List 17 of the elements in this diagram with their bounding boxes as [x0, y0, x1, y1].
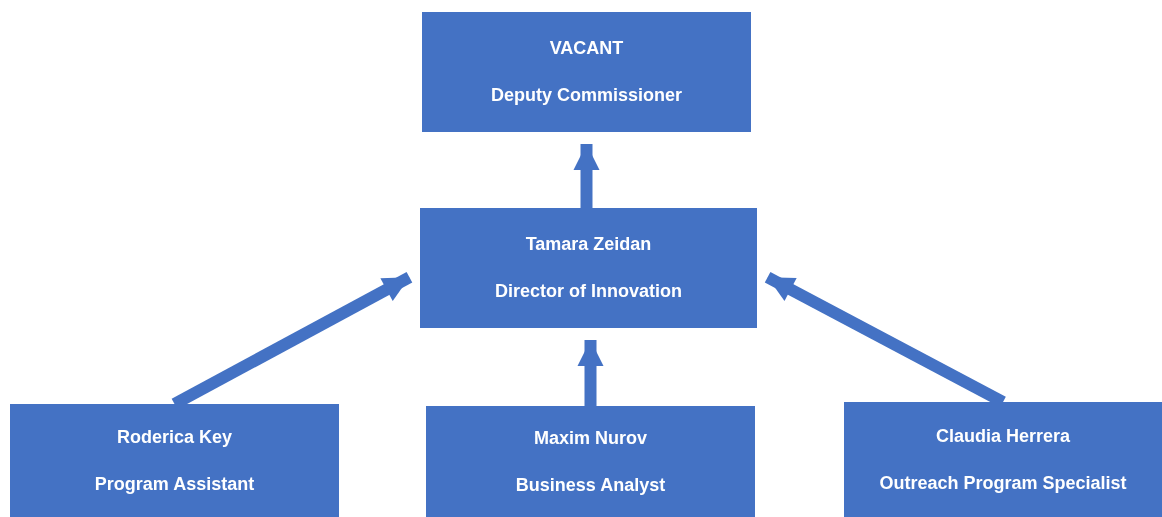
job-title: Deputy Commissioner	[490, 85, 682, 106]
person-name: Tamara Zeidan	[525, 234, 652, 255]
person-name: Claudia Herrera	[935, 425, 1071, 447]
job-title: Outreach Program Specialist	[879, 472, 1127, 494]
person-name: Maxim Nurov	[534, 427, 647, 449]
arrow	[577, 340, 604, 406]
job-title: Business Analyst	[515, 474, 666, 496]
org-box	[844, 402, 1162, 517]
person-name: VACANT	[549, 38, 624, 59]
org-box	[422, 12, 751, 132]
arrow	[573, 144, 600, 208]
org-box	[10, 404, 339, 517]
job-title: Director of Innovation	[495, 281, 682, 302]
org-box	[426, 406, 755, 517]
org-box	[420, 208, 757, 328]
person-name: Roderica Key	[116, 426, 233, 448]
job-title: Program Assistant	[94, 473, 255, 495]
